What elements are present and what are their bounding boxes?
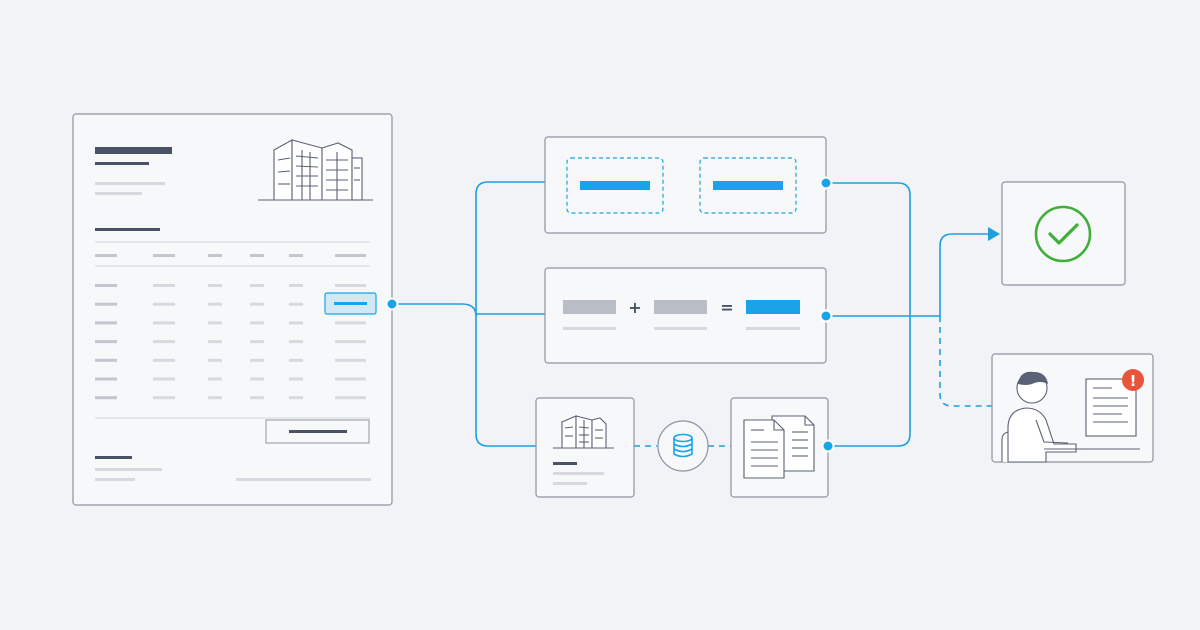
table-cell (250, 396, 264, 400)
invoice-document (72, 113, 399, 506)
table-cell (153, 284, 175, 287)
table-cell (95, 340, 117, 344)
connector-invoice-to-branch (392, 181, 545, 317)
extraction-output-port (819, 176, 833, 190)
table-cell (335, 396, 366, 400)
table-cell (289, 358, 303, 362)
invoice-table-rows (95, 284, 366, 400)
table-cell (95, 377, 117, 381)
table-cell (335, 358, 366, 362)
table-cell (95, 302, 117, 306)
alert-icon: ! (1122, 369, 1144, 391)
table-cell (250, 321, 264, 325)
table-cell (153, 396, 175, 400)
svg-text:!: ! (1130, 372, 1137, 390)
table-cell (153, 358, 175, 362)
vendor-card (535, 397, 635, 498)
connector-branch-to-vendor (475, 314, 536, 447)
calculation-output-port (819, 309, 833, 323)
table-cell (250, 284, 264, 287)
documents-icon (743, 415, 815, 479)
table-cell (153, 377, 175, 381)
connector-extraction-to-merge (826, 182, 911, 447)
table-cell (289, 377, 303, 381)
table-cell (208, 377, 222, 381)
extracted-field-2 (699, 157, 797, 214)
field-extraction-card (544, 136, 833, 234)
table-cell (208, 321, 222, 325)
connector-split-to-review (939, 316, 992, 407)
table-cell (95, 358, 117, 362)
extracted-field-1 (566, 157, 664, 214)
arrowhead-approved (988, 227, 1000, 241)
connectors (392, 181, 1000, 447)
table-cell (208, 396, 222, 400)
documents-card (730, 397, 835, 498)
table-cell (153, 302, 175, 306)
table-cell (289, 302, 303, 306)
table-cell (250, 302, 264, 306)
table-cell (250, 358, 264, 362)
equals-sign: = (720, 298, 733, 317)
building-icon (553, 415, 614, 449)
building-icon (258, 139, 373, 201)
table-cell (335, 377, 366, 381)
table-cell (335, 340, 366, 344)
documents-output-port (821, 439, 835, 453)
table-cell (153, 321, 175, 325)
table-cell (335, 284, 366, 287)
person-at-computer-icon (1001, 371, 1140, 463)
table-cell (335, 321, 366, 325)
table-cell (208, 302, 222, 306)
table-cell (95, 396, 117, 400)
table-cell (250, 340, 264, 344)
invoice-output-port (385, 297, 399, 311)
table-cell (250, 377, 264, 381)
database-icon (673, 433, 693, 458)
checkmark-circle-icon (1034, 205, 1092, 263)
table-cell (289, 321, 303, 325)
table-cell (208, 284, 222, 287)
invoice-table-header (95, 254, 366, 257)
table-cell (208, 358, 222, 362)
table-cell (153, 340, 175, 344)
table-cell (95, 284, 117, 287)
manual-review-card: ! (991, 353, 1154, 463)
approved-result-card (1001, 181, 1126, 286)
table-cell (289, 396, 303, 400)
calculation-check-card: + = (544, 267, 833, 364)
table-cell (208, 340, 222, 344)
plus-sign: + (628, 298, 641, 317)
table-cell (95, 321, 117, 325)
table-cell (289, 340, 303, 344)
table-cell (289, 284, 303, 287)
connector-split-to-approved (939, 233, 990, 316)
database-node (657, 420, 709, 472)
